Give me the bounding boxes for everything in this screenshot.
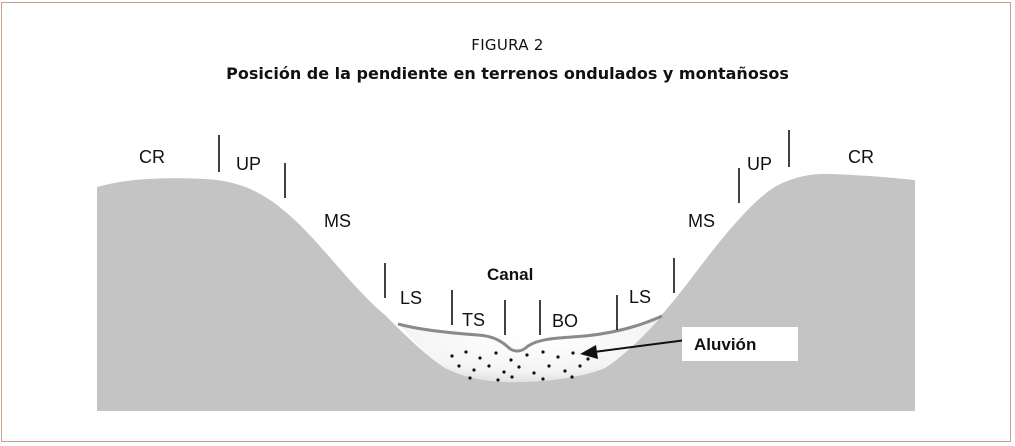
slope-boundary-ticks [218,130,790,335]
alluvium-dots [450,350,590,382]
aluvion-arrow [580,338,695,359]
label-ls-right: LS [629,287,651,307]
channel-surface-line [397,314,663,353]
figure-title: Posición de la pendiente en terrenos ond… [226,64,789,83]
figure-number: FIGURA 2 [471,36,544,54]
label-bo: BO [552,311,578,331]
alluvium-deposit [400,316,662,383]
label-canal: Canal [487,265,533,284]
label-ts: TS [462,310,485,330]
label-cr-left: CR [139,147,165,167]
label-up-left: UP [236,154,261,174]
label-up-right: UP [747,154,772,174]
label-ls-left: LS [400,288,422,308]
label-cr-right: CR [848,147,874,167]
label-ms-left: MS [324,211,351,231]
label-ms-right: MS [688,211,715,231]
label-aluvion: Aluvión [694,335,756,354]
aluvion-label-box [682,327,798,361]
